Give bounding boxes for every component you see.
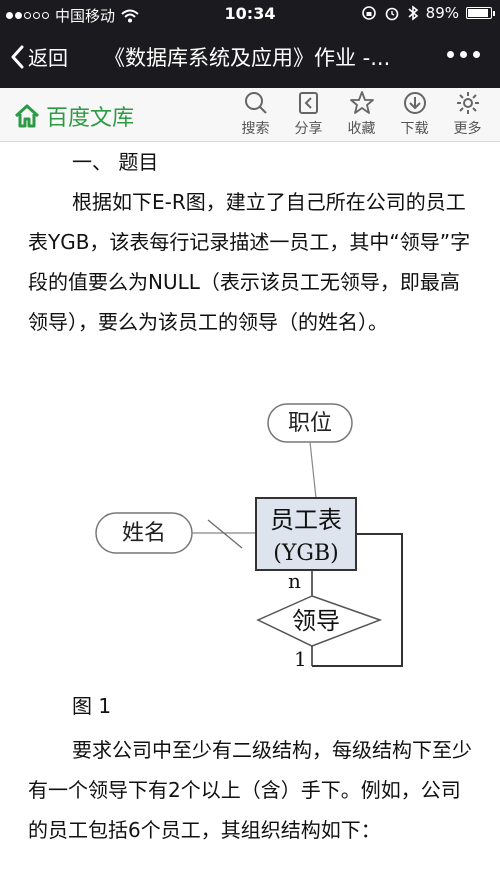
share-label: 分享 xyxy=(294,121,323,137)
attr-position-label: 职位 xyxy=(288,411,332,436)
battery-percent: 89% xyxy=(425,4,459,22)
cardinality-1: 1 xyxy=(294,647,307,670)
gear-icon xyxy=(456,92,479,114)
chevron-left-icon xyxy=(11,45,24,68)
search-button[interactable]: 搜索 xyxy=(229,90,282,138)
entity-label-2: (YGB) xyxy=(273,541,338,566)
rotation-lock-icon xyxy=(361,6,376,20)
toolbar-actions: 搜索 分享 收藏 下载 更多 xyxy=(229,90,494,138)
home-icon xyxy=(14,104,40,128)
search-label: 搜索 xyxy=(241,121,270,137)
carrier-label: 中国移动 xyxy=(55,7,116,25)
attr-name-label: 姓名 xyxy=(122,521,166,546)
more-button[interactable] xyxy=(447,51,480,58)
relationship-label: 领导 xyxy=(292,607,340,635)
download-label: 下载 xyxy=(400,121,429,137)
star-icon xyxy=(349,91,374,114)
download-button[interactable]: 下载 xyxy=(388,90,441,138)
download-icon xyxy=(403,92,426,114)
status-right: 89% xyxy=(361,4,495,22)
more-tools-label: 更多 xyxy=(453,121,482,137)
status-bar: 中国移动 10:34 89% xyxy=(0,0,500,28)
more-dots-icon xyxy=(447,51,454,58)
wifi-icon xyxy=(121,9,139,22)
cardinality-n: n xyxy=(288,569,301,593)
battery-icon xyxy=(466,7,495,19)
brand-name: 百度文库 xyxy=(46,106,135,131)
alarm-icon xyxy=(385,7,398,21)
wenku-toolbar: 百度文库 搜索 分享 收藏 下载 xyxy=(0,88,500,142)
doc-paragraph-1: 根据如下E-R图，建立了自己所在公司的员工表YGB，该表每行记录描述一员工，其中… xyxy=(28,190,471,334)
entity-label-1: 员工表 xyxy=(270,506,342,534)
share-icon xyxy=(298,92,318,114)
search-icon xyxy=(244,92,267,114)
page-title: 《数据库系统及应用》作业 -... xyxy=(104,46,391,70)
share-button[interactable]: 分享 xyxy=(282,90,335,138)
signal-icon xyxy=(6,12,49,19)
favorite-button[interactable]: 收藏 xyxy=(335,90,388,138)
bluetooth-icon xyxy=(408,5,418,21)
figure-caption: 图 1 xyxy=(72,694,112,718)
more-tools-button[interactable]: 更多 xyxy=(441,90,494,138)
status-time: 10:34 xyxy=(224,4,276,23)
top-bar: 中国移动 10:34 89% xyxy=(0,0,500,88)
favorite-label: 收藏 xyxy=(347,121,376,137)
nav-bar: 返回 《数据库系统及应用》作业 -... xyxy=(0,28,500,88)
recursive-link xyxy=(312,533,403,667)
er-diagram: 职位 姓名 员工表 (YGB) n 领导 1 xyxy=(95,403,403,670)
back-label: 返回 xyxy=(28,46,68,70)
doc-heading: 一、 题目 xyxy=(72,150,159,174)
doc-paragraph-2: 要求公司中至少有二级结构，每级结构下至少有一个领导下有2个以上（含）手下。例如，… xyxy=(28,738,472,842)
status-left: 中国移动 xyxy=(6,5,139,26)
back-button[interactable]: 返回 xyxy=(10,42,68,71)
document-content: 一、 题目 根据如下E-R图，建立了自己所在公司的员工表YGB，该表每行记录描述… xyxy=(0,142,500,889)
brand-logo[interactable]: 百度文库 xyxy=(14,100,134,132)
